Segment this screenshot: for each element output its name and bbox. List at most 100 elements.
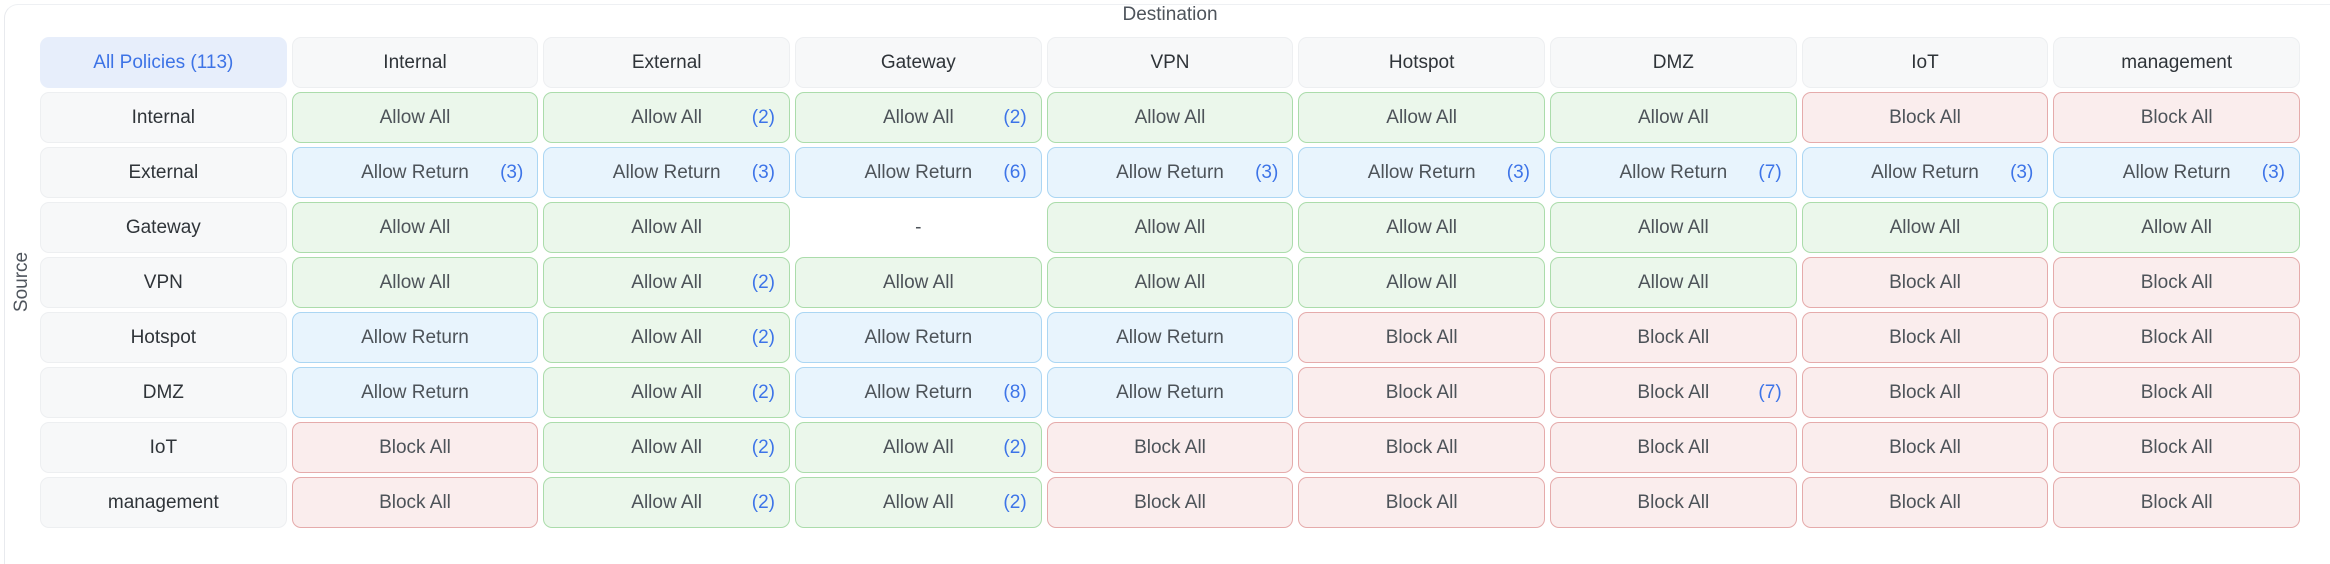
policy-cell[interactable]: Allow All(2)	[543, 422, 790, 473]
policy-cell-label: -	[915, 216, 922, 238]
policy-count-badge: (6)	[1003, 161, 1027, 183]
policy-cell[interactable]: Block All	[1801, 477, 2049, 528]
policy-cell[interactable]: Block All	[1550, 477, 1797, 528]
policy-cell-label: Block All	[1889, 326, 1961, 348]
policy-cell-label: Allow All	[631, 436, 703, 458]
policy-cell[interactable]: Allow Return(3)	[1801, 147, 2049, 198]
policy-cell[interactable]: Allow All(2)	[795, 422, 1042, 473]
policy-cell[interactable]: Allow All	[1801, 202, 2049, 253]
policy-cell[interactable]: Allow All	[1046, 202, 1294, 253]
policy-cell-label: Allow Return	[1619, 161, 1728, 183]
policy-cell[interactable]: Block All	[1801, 257, 2049, 308]
all-policies-cell[interactable]: All Policies (113)	[40, 37, 287, 88]
policy-cell[interactable]: Allow Return	[291, 367, 539, 418]
policy-count-badge: (2)	[751, 491, 775, 513]
policy-cell-label: Block All	[1134, 491, 1206, 513]
policy-cell[interactable]: Block All	[2053, 422, 2300, 473]
policy-cell-label: Allow All	[379, 106, 451, 128]
policy-cell[interactable]: Block All	[2053, 312, 2300, 363]
policy-count-badge: (2)	[1003, 106, 1027, 128]
policy-cell[interactable]: Block All	[2053, 92, 2300, 143]
policy-cell[interactable]: Block All	[1801, 422, 2049, 473]
policy-cell[interactable]: Allow Return (8)	[795, 367, 1042, 418]
policy-cell[interactable]: Allow All	[1298, 92, 1545, 143]
policy-cell[interactable]: Block All	[1046, 422, 1294, 473]
policy-cell[interactable]: Allow Return	[291, 312, 539, 363]
policy-cell[interactable]: Allow All(2)	[543, 312, 790, 363]
policy-cell[interactable]: Allow All	[1046, 257, 1294, 308]
policy-cell[interactable]: Allow All	[291, 257, 539, 308]
policy-cell-label: Block All	[379, 491, 451, 513]
policy-cell[interactable]: Allow All	[1298, 202, 1545, 253]
policy-cell[interactable]: Allow All(2)	[543, 367, 790, 418]
policy-cell[interactable]: Allow All	[1550, 257, 1797, 308]
policy-cell[interactable]: Allow Return	[795, 312, 1042, 363]
policy-cell[interactable]: Allow Return(3)	[543, 147, 790, 198]
policy-cell[interactable]: Block All	[1046, 477, 1294, 528]
row-header-hotspot: Hotspot	[40, 312, 287, 363]
policy-cell[interactable]: Block All	[1801, 367, 2049, 418]
column-header-internal: Internal	[291, 37, 539, 88]
policy-cell[interactable]: Allow All(2)	[543, 92, 790, 143]
policy-cell[interactable]: Block All	[1801, 92, 2049, 143]
policy-cell[interactable]: Block All	[1298, 422, 1545, 473]
policy-cell-label: Block All	[1889, 271, 1961, 293]
policy-cell[interactable]: Block All	[291, 477, 539, 528]
policy-cell[interactable]: Block All	[1801, 312, 2049, 363]
policy-cell[interactable]: Block All	[1550, 312, 1797, 363]
policy-cell-label: Block All	[1385, 326, 1458, 348]
policy-cell[interactable]: Allow All	[1550, 92, 1797, 143]
policy-cell-label: Block All	[1637, 491, 1710, 513]
policy-cell[interactable]: Allow Return	[1046, 312, 1294, 363]
policy-cell[interactable]: Allow All	[2053, 202, 2300, 253]
policy-cell[interactable]: Block All	[1550, 422, 1797, 473]
policy-cell[interactable]: Allow All	[1550, 202, 1797, 253]
policy-cell[interactable]: Allow All	[291, 202, 539, 253]
policy-cell[interactable]: Allow All	[543, 202, 790, 253]
policy-cell-label: Block All	[1385, 381, 1458, 403]
policy-cell[interactable]: Allow Return(7)	[1550, 147, 1797, 198]
policy-cell[interactable]: Allow All(2)	[543, 477, 790, 528]
policy-cell[interactable]: Allow All	[1298, 257, 1545, 308]
policy-cell[interactable]: Allow All(2)	[795, 477, 1042, 528]
policy-cell[interactable]: Block All	[1298, 312, 1545, 363]
policy-cell[interactable]: Block All	[1298, 477, 1545, 528]
policy-cell[interactable]: Allow Return(3)	[1046, 147, 1294, 198]
column-header-gateway: Gateway	[795, 37, 1042, 88]
column-header-external: External	[543, 37, 790, 88]
policy-cell-label: Block All	[2140, 106, 2213, 128]
policy-cell[interactable]: Allow Return	[1046, 367, 1294, 418]
policy-cell[interactable]: Allow Return(3)	[291, 147, 539, 198]
policy-cell[interactable]: Allow Return (6)	[795, 147, 1042, 198]
policy-cell[interactable]: Allow Return(3)	[2053, 147, 2300, 198]
policy-cell[interactable]: Block All	[291, 422, 539, 473]
policy-cell-label: Allow All	[1637, 106, 1709, 128]
policy-cell[interactable]: Allow All	[795, 257, 1042, 308]
policy-cell[interactable]: Allow All(2)	[795, 92, 1042, 143]
policy-cell-label: Block All	[1889, 106, 1961, 128]
policy-cell[interactable]: Block All	[2053, 367, 2300, 418]
policy-cell-label: Allow All	[2141, 216, 2213, 238]
policy-cell[interactable]: Allow Return(3)	[1298, 147, 1545, 198]
policy-cell-label: Allow Return	[864, 381, 973, 403]
policy-count-badge: (8)	[1003, 381, 1027, 403]
policy-cell: -	[795, 202, 1042, 253]
policy-cell-label: Allow Return	[2122, 161, 2231, 183]
policy-cell-label: Allow Return	[864, 161, 973, 183]
row-header-gateway: Gateway	[40, 202, 287, 253]
row-header-dmz: DMZ	[40, 367, 287, 418]
column-header-vpn: VPN	[1046, 37, 1294, 88]
policy-count-badge: (2)	[751, 271, 775, 293]
policy-cell-label: Allow All	[882, 436, 954, 458]
policy-count-badge: (7)	[1758, 381, 1782, 403]
policy-count-badge: (3)	[500, 161, 524, 183]
policy-cell[interactable]: Allow All	[1046, 92, 1294, 143]
policy-cell[interactable]: Allow All(2)	[543, 257, 790, 308]
policy-cell[interactable]: Allow All	[291, 92, 539, 143]
policy-cell[interactable]: Block All	[2053, 257, 2300, 308]
policy-cell[interactable]: Block All	[2053, 477, 2300, 528]
policy-cell-label: Allow Return	[361, 326, 469, 348]
policy-cell[interactable]: Block All	[1298, 367, 1545, 418]
policy-cell[interactable]: Block All(7)	[1550, 367, 1797, 418]
policy-cell-label: Block All	[2140, 381, 2213, 403]
